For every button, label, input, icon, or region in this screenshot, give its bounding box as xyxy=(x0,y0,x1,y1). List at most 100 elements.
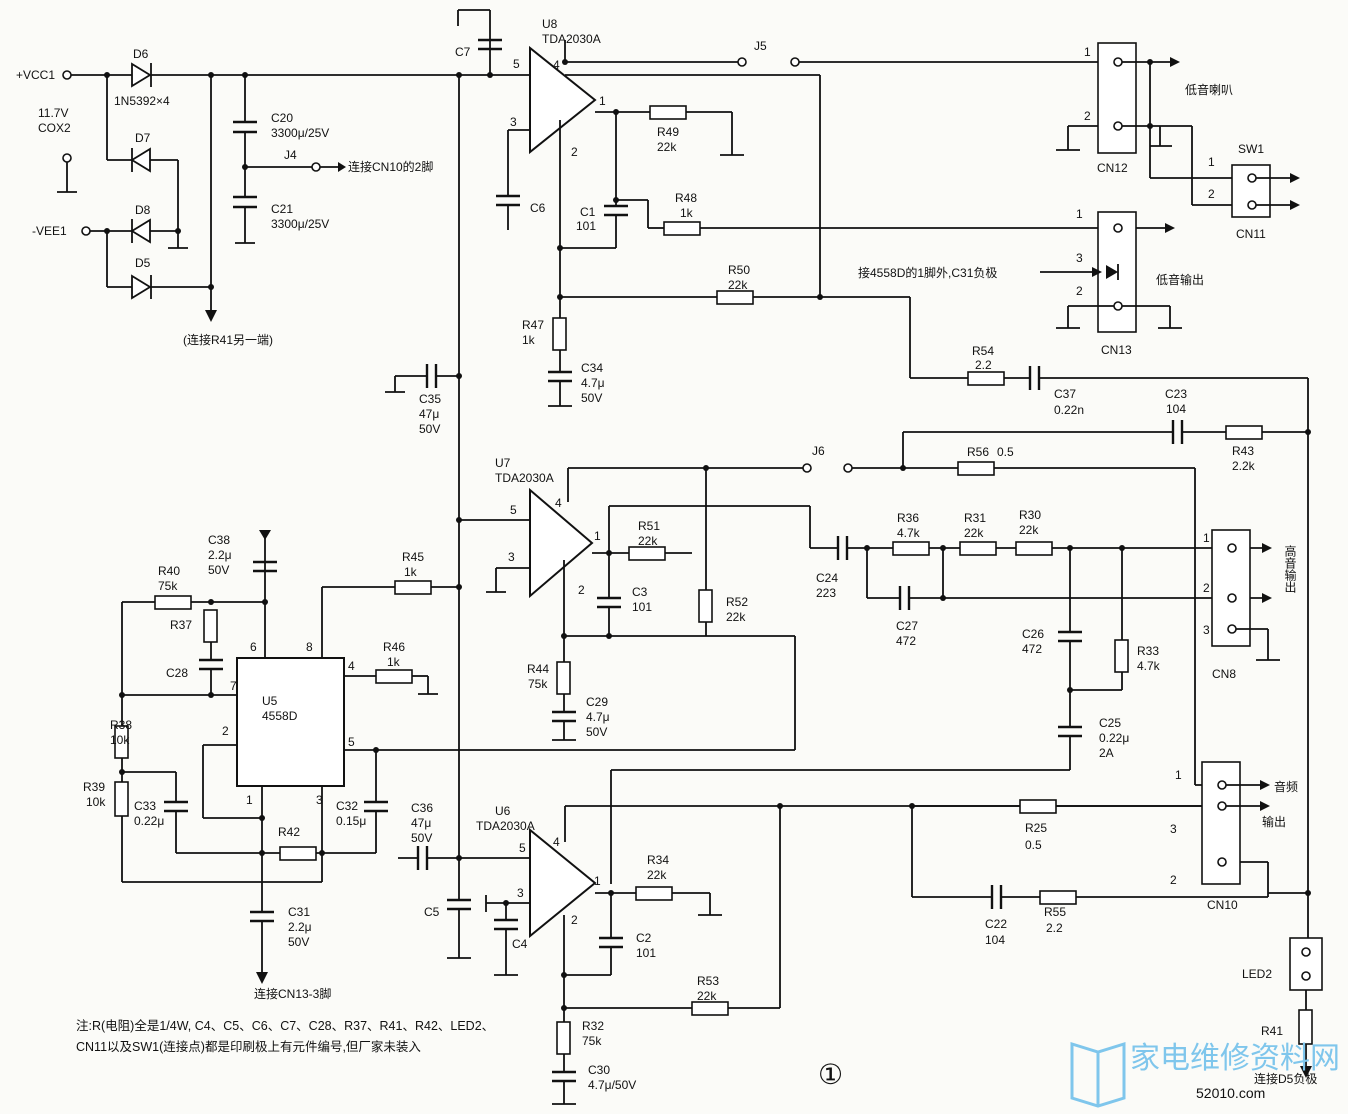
c35-value: 47μ xyxy=(419,407,439,421)
audio-label: 音频 xyxy=(1274,779,1298,794)
r31-label: R31 xyxy=(964,511,986,525)
amp-u8: U8 TDA2030A C7 J5 5 4 3 2 1 C6 R49 22k C… xyxy=(455,9,1175,407)
r55-value: 2.2 xyxy=(1046,921,1063,935)
u8-pin5: 5 xyxy=(513,57,520,71)
r32-value: 75k xyxy=(582,1034,602,1048)
u5-pin6: 6 xyxy=(250,640,257,654)
r34-symbol xyxy=(635,886,673,901)
c3-value: 101 xyxy=(632,600,652,614)
r46-label: R46 xyxy=(383,640,405,654)
r49-symbol xyxy=(649,105,687,120)
u6-pin3: 3 xyxy=(517,886,524,900)
c32-label: C32 xyxy=(336,799,358,813)
c38-value: 2.2μ xyxy=(208,548,232,562)
footnote-line-2: CN11以及SW1(连接点)都是印刷极上有元件编号,但厂家未装入 xyxy=(76,1039,421,1054)
r33-value: 4.7k xyxy=(1137,659,1161,673)
r52-value: 22k xyxy=(726,610,746,624)
r36-symbol xyxy=(892,541,930,556)
u5-pin5: 5 xyxy=(348,735,355,749)
c7-label: C7 xyxy=(455,45,471,59)
cn10-pin2: 2 xyxy=(1170,873,1177,887)
cn8-pin1: 1 xyxy=(1203,531,1210,545)
c34-volt: 50V xyxy=(581,391,602,405)
c34-label: C34 xyxy=(581,361,603,375)
r46-symbol xyxy=(375,669,413,684)
d6-value: 1N5392×4 xyxy=(114,94,170,108)
note-4558-label: 接4558D的1脚外,C31负极 xyxy=(858,265,997,280)
u5-ic-body xyxy=(236,657,345,787)
cn11-pin2: 2 xyxy=(1208,187,1215,201)
r54-symbol xyxy=(967,371,1005,386)
u8-pin2: 2 xyxy=(571,145,578,159)
c6-label: C6 xyxy=(530,201,546,215)
r43-symbol xyxy=(1225,425,1263,440)
cn13-pin3: 3 xyxy=(1076,251,1083,265)
to-r41-note: (连接R41另一端) xyxy=(183,332,273,347)
r56-value: 0.5 xyxy=(997,445,1014,459)
bass-output-label: 低音输出 xyxy=(1156,272,1204,287)
r39-value: 10k xyxy=(86,795,106,809)
u8-pin3: 3 xyxy=(510,115,517,129)
r53-value: 22k xyxy=(697,989,717,1003)
diode-d7-symbol xyxy=(130,147,151,173)
u8-opamp-symbol xyxy=(529,45,597,155)
r56-label: R56 xyxy=(967,445,989,459)
r52-label: R52 xyxy=(726,595,748,609)
c27-value: 472 xyxy=(896,634,916,648)
u7-chip: TDA2030A xyxy=(495,471,554,485)
r25-symbol xyxy=(1019,799,1057,814)
c26-value: 472 xyxy=(1022,642,1042,656)
r53-symbol xyxy=(691,1001,729,1016)
watermark-url: 52010.com xyxy=(1196,1085,1265,1101)
u5-label: U5 xyxy=(262,694,278,708)
to-cn10-note: 连接CN10的2脚 xyxy=(348,159,433,174)
u7-pin2: 2 xyxy=(578,583,585,597)
c25-extra: 2A xyxy=(1099,746,1114,760)
cn12-pin1: 1 xyxy=(1084,45,1091,59)
diode-d8-symbol xyxy=(130,218,151,244)
c30-value: 4.7μ/50V xyxy=(588,1078,636,1092)
r51-symbol xyxy=(628,546,666,561)
c34-value: 4.7μ xyxy=(581,376,605,390)
watermark-text: 家电维修资料网 xyxy=(1130,1042,1340,1075)
cn8-label: CN8 xyxy=(1212,667,1236,681)
supply-terminal xyxy=(62,153,72,163)
u6-pin5: 5 xyxy=(519,841,526,855)
u7-opamp-symbol xyxy=(529,487,594,599)
r47-symbol xyxy=(552,317,567,351)
r37-label: R37 xyxy=(170,618,192,632)
r39-label: R39 xyxy=(83,780,105,794)
r47-label: R47 xyxy=(522,318,544,332)
r48-value: 1k xyxy=(680,206,694,220)
cn8-pin3: 3 xyxy=(1203,623,1210,637)
r31-symbol xyxy=(959,541,997,556)
u6-chip: TDA2030A xyxy=(476,819,535,833)
r43-value: 2.2k xyxy=(1232,459,1256,473)
r50-label: R50 xyxy=(728,263,750,277)
c31-volt: 50V xyxy=(288,935,309,949)
c38-volt: 50V xyxy=(208,563,229,577)
d8-label: D8 xyxy=(135,203,151,217)
c37-value: 0.22n xyxy=(1054,403,1084,417)
j6-label: J6 xyxy=(812,444,825,458)
u5-pin1: 1 xyxy=(246,793,253,807)
r40-value: 75k xyxy=(158,579,178,593)
r30-symbol xyxy=(1015,541,1053,556)
r43-label: R43 xyxy=(1232,444,1254,458)
cn10-pin3: 3 xyxy=(1170,822,1177,836)
sw1-label: SW1 xyxy=(1238,142,1264,156)
u6-pin1: 1 xyxy=(594,874,601,888)
r44-value: 75k xyxy=(528,677,548,691)
vee-label: -VEE1 xyxy=(32,224,67,238)
r51-label: R51 xyxy=(638,519,660,533)
d7-label: D7 xyxy=(135,131,151,145)
c35-volt: 50V xyxy=(419,422,440,436)
preamp-u5: C38 2.2μ 50V R40 75k R37 C28 R38 10k R39… xyxy=(83,530,796,1001)
vee-terminal xyxy=(81,226,91,236)
c32-value: 0.15μ xyxy=(336,814,366,828)
r36-label: R36 xyxy=(897,511,919,525)
r42-symbol xyxy=(279,846,317,861)
c35-label: C35 xyxy=(419,392,441,406)
cn13-pin2: 2 xyxy=(1076,284,1083,298)
r31-value: 22k xyxy=(964,526,984,540)
